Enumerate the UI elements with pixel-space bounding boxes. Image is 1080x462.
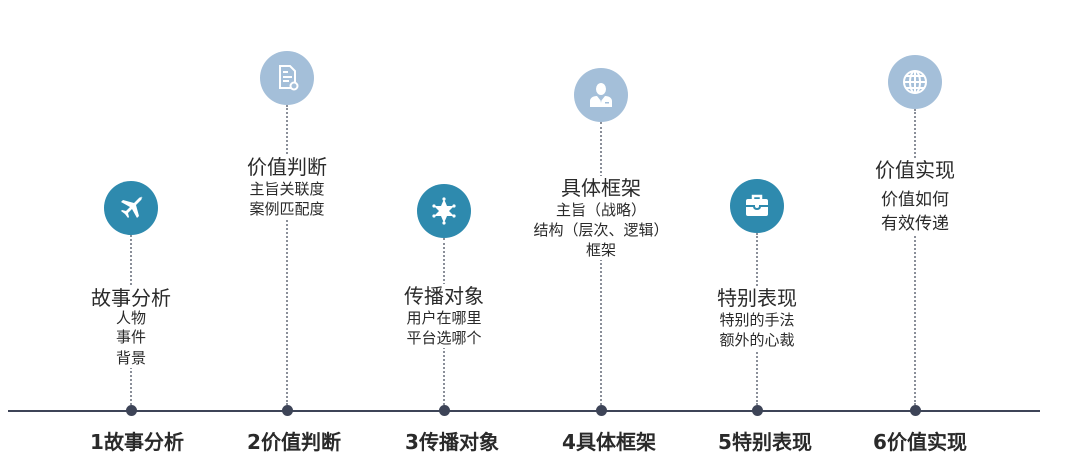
step-4-line-2: 结构（层次、逻辑） [533, 221, 669, 239]
airplane-icon [121, 196, 143, 218]
step-1-line-3: 背景 [115, 349, 146, 367]
step-2-line-2: 案例匹配度 [249, 200, 325, 218]
certificate-document-icon [279, 65, 299, 91]
step-6-line-1: 价值如何 [881, 190, 949, 210]
timeline-node-2 [281, 405, 293, 416]
timeline-node-3 [438, 405, 450, 416]
timeline-node-4 [595, 405, 607, 416]
step-2-line-1: 主旨关联度 [249, 180, 325, 198]
step-1-icon-badge [104, 181, 158, 235]
step-4-icon-badge [574, 68, 628, 122]
connector-line-2 [286, 105, 288, 405]
step-3-description: 传播对象 用户在哪里 平台选哪个 [404, 284, 484, 348]
step-4-line-3: 框架 [585, 241, 617, 259]
step-4-description: 具体框架 主旨（战略） 结构（层次、逻辑） 框架 [533, 176, 669, 260]
timeline-axis [8, 410, 1040, 412]
step-2-title: 价值判断 [247, 155, 327, 179]
step-5-line-1: 特别的手法 [719, 311, 795, 329]
step-2-icon-badge [260, 51, 314, 105]
step-1-description: 故事分析 人物 事件 背景 [91, 286, 171, 368]
step-6-icon-badge [888, 55, 942, 109]
timeline-node-5 [751, 405, 763, 416]
step-6-label: 6价值实现 [873, 430, 967, 454]
step-5-description: 特别表现 特别的手法 额外的心裁 [717, 286, 797, 350]
step-3-title: 传播对象 [404, 284, 484, 308]
step-1-line-1: 人物 [115, 309, 146, 327]
step-6-title: 价值实现 [875, 158, 955, 182]
step-5-label: 5特别表现 [718, 430, 812, 454]
step-5-title: 特别表现 [717, 286, 797, 310]
step-2-label: 2价值判断 [247, 430, 341, 454]
step-4-title: 具体框架 [560, 176, 641, 200]
step-3-icon-badge [417, 184, 471, 238]
step-1-label: 1故事分析 [90, 430, 184, 454]
globe-icon [903, 70, 927, 94]
step-2-description: 价值判断 主旨关联度 案例匹配度 [247, 155, 327, 219]
step-5-line-2: 额外的心裁 [719, 331, 795, 349]
step-6-line-2: 有效传递 [881, 214, 949, 234]
timeline-node-1 [125, 405, 137, 416]
briefcase-icon [746, 194, 768, 216]
step-4-line-1: 主旨（战略） [555, 201, 647, 219]
businessman-icon [590, 83, 612, 107]
step-4-label: 4具体框架 [562, 430, 656, 454]
step-3-line-2: 平台选哪个 [406, 329, 482, 347]
step-6-description: 价值实现 价值如何 有效传递 [875, 158, 955, 236]
sheriff-star-icon [432, 197, 456, 225]
step-5-icon-badge [730, 179, 784, 233]
step-3-line-1: 用户在哪里 [406, 309, 482, 327]
step-1-title: 故事分析 [91, 286, 171, 310]
connector-line-6 [914, 109, 916, 405]
connector-line-4 [600, 122, 602, 405]
step-3-label: 3传播对象 [405, 430, 499, 454]
step-1-line-2: 事件 [115, 328, 146, 346]
timeline-node-6 [909, 405, 921, 416]
